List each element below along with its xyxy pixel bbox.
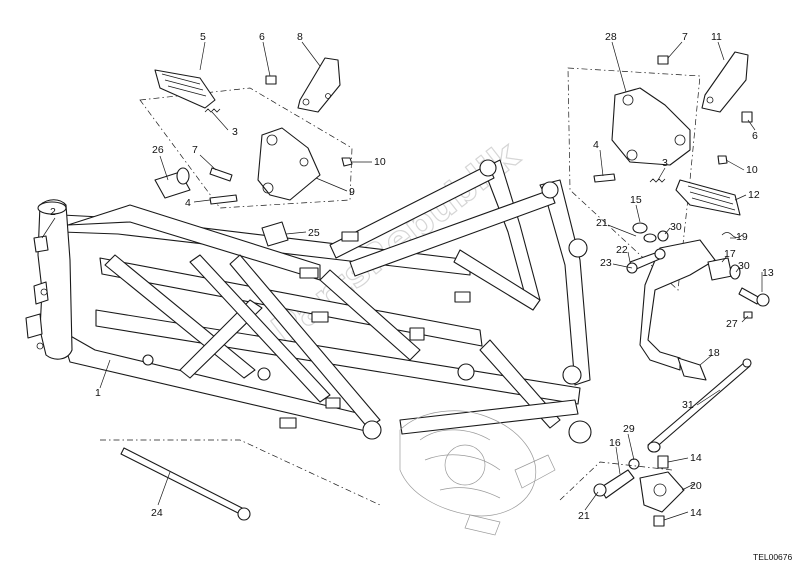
callout-9: 9: [349, 186, 355, 198]
callout-23: 23: [600, 257, 612, 269]
callouts: 5 6 8 3 26 7 10 9 4 25 2 1 24 28 7 11 6 …: [50, 31, 774, 522]
leader-lines: [41, 41, 763, 521]
callout-2: 2: [50, 206, 56, 218]
callout-28: 28: [605, 31, 617, 43]
reference-code: TEL00676: [753, 552, 792, 562]
footpeg-left: [154, 69, 216, 109]
callout-17: 17: [724, 248, 736, 260]
steering-head: [37, 199, 73, 360]
callout-12: 12: [748, 189, 760, 201]
callout-31: 31: [682, 399, 694, 411]
linkage-20: [639, 471, 685, 513]
brake-pedal: [639, 239, 716, 371]
heel-guard-left: [297, 57, 341, 113]
callout-21: 21: [578, 510, 590, 522]
callout-10: 10: [374, 156, 386, 168]
callout-8: 8: [297, 31, 303, 43]
callout-30: 30: [670, 221, 682, 233]
callout-25: 25: [308, 227, 320, 239]
callout-26: 26: [152, 144, 164, 156]
callout-10: 10: [746, 164, 758, 176]
callout-3: 3: [232, 126, 238, 138]
callout-11: 11: [711, 31, 722, 43]
bolt-long-24: [120, 447, 247, 517]
callout-7: 7: [192, 144, 198, 156]
callout-4: 4: [593, 139, 599, 151]
callout-19: 19: [736, 231, 748, 243]
footpeg-bracket-right: [611, 87, 691, 166]
callout-14: 14: [690, 507, 702, 519]
callout-6: 6: [752, 130, 758, 142]
callout-14: 14: [690, 452, 702, 464]
heel-guard-right: [701, 51, 749, 113]
callout-20: 20: [690, 480, 702, 492]
left-footpeg-group: [33, 57, 381, 521]
footpeg-right: [675, 179, 741, 216]
callout-30: 30: [738, 260, 750, 272]
callout-7: 7: [682, 31, 688, 43]
callout-22: 22: [616, 244, 628, 256]
frame-assembly: [25, 159, 592, 536]
callout-3: 3: [662, 157, 668, 169]
callout-13: 13: [762, 267, 774, 279]
callout-1: 1: [95, 387, 101, 399]
callout-21: 21: [596, 217, 608, 229]
callout-4: 4: [185, 197, 191, 209]
callout-5: 5: [200, 31, 206, 43]
callout-27: 27: [726, 318, 738, 330]
callout-15: 15: [630, 194, 642, 206]
callout-18: 18: [708, 347, 720, 359]
callout-24: 24: [151, 507, 163, 519]
right-footpeg-group: [559, 51, 770, 527]
callout-6: 6: [259, 31, 265, 43]
callout-16: 16: [609, 437, 621, 449]
callout-29: 29: [623, 423, 635, 435]
footpeg-bracket-left: [257, 127, 321, 201]
